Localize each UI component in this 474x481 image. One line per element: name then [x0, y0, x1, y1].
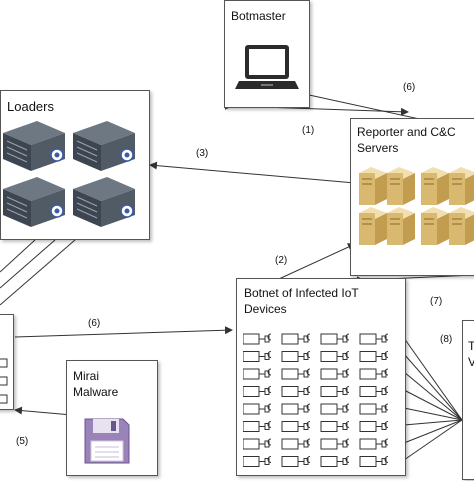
- malware-title-line1: Mirai: [73, 369, 99, 383]
- iot-device-icon: [359, 386, 389, 397]
- iot-device-icon: [243, 421, 272, 432]
- tower-server-icon: [358, 167, 474, 246]
- malware-box: Mirai Malware: [66, 360, 158, 476]
- edge-label-6-top: (6): [403, 82, 416, 93]
- edge-2: [267, 243, 356, 285]
- loaders-box: Loaders: [0, 90, 150, 240]
- edge-loader-3: [0, 239, 76, 306]
- floppy-disk-icon: [84, 418, 130, 464]
- reporter-cnc-box: Reporter and C&C Servers: [350, 118, 474, 276]
- iot-device-icon: [320, 386, 350, 397]
- iot-device-icon: [359, 421, 389, 432]
- iot-device-icon: [359, 351, 389, 362]
- edge-label-5: (5): [16, 436, 29, 447]
- botmaster-box: Botmaster: [224, 0, 310, 108]
- edge-6-mid: [14, 326, 233, 338]
- malware-title-line2: Malware: [73, 385, 119, 399]
- iot-device-icon: [320, 456, 350, 467]
- iot-device-grid: [243, 333, 389, 467]
- iot-device-icon: [320, 368, 350, 380]
- botnet-title-line1: Botnet of Infected IoT: [244, 286, 359, 300]
- edge-loader-2: [0, 239, 56, 289]
- edge-label-1: (1): [302, 125, 315, 136]
- iot-device-icon: [320, 351, 350, 362]
- iot-device-icon: [243, 368, 272, 380]
- iot-device-icon: [359, 368, 389, 380]
- iot-device-icon: [281, 351, 311, 362]
- iot-device-icon-partial: [0, 358, 8, 404]
- victim-text-line2: V: [468, 355, 474, 369]
- botnet-box: Botnet of Infected IoT Devices: [236, 278, 406, 476]
- edge-label-6-mid: (6): [88, 318, 101, 329]
- iot-device-icon: [281, 456, 311, 467]
- iot-device-icon: [281, 333, 311, 345]
- reporter-title-line1: Reporter and C&C: [357, 125, 456, 139]
- victim-text-line1: T: [468, 339, 474, 353]
- edge-label-8: (8): [440, 334, 453, 345]
- iot-device-icon: [359, 438, 389, 450]
- iot-device-icon: [359, 403, 389, 415]
- iot-device-icon: [243, 403, 272, 415]
- iot-device-icon: [281, 421, 311, 432]
- loaders-title: Loaders: [7, 99, 54, 114]
- victim-partial-box: T V: [462, 320, 474, 480]
- edge-8-fan: [403, 337, 471, 461]
- iot-device-icon: [359, 456, 389, 467]
- iot-device-icon: [281, 438, 311, 450]
- left-partial-box: [0, 314, 14, 410]
- iot-device-icon: [243, 333, 272, 345]
- iot-device-icon: [243, 438, 272, 450]
- iot-device-icon: [320, 333, 350, 345]
- iot-device-icon: [281, 386, 311, 397]
- iot-device-icon: [243, 351, 272, 362]
- laptop-icon: [235, 45, 299, 89]
- iot-device-icon: [359, 333, 389, 345]
- edge-label-2: (2): [275, 255, 288, 266]
- iot-device-icon: [320, 403, 350, 415]
- server-rack-icon: [3, 121, 136, 228]
- iot-device-icon: [320, 438, 350, 450]
- iot-device-icon: [243, 386, 272, 397]
- iot-device-icon: [320, 421, 350, 432]
- reporter-title-line2: Servers: [357, 141, 399, 155]
- edge-label-3: (3): [196, 148, 209, 159]
- iot-device-icon: [281, 403, 311, 415]
- botmaster-title: Botmaster: [231, 9, 286, 23]
- iot-device-icon: [243, 456, 272, 467]
- edge-loader-1: [0, 239, 36, 273]
- botnet-title-line2: Devices: [244, 302, 287, 316]
- edge-3: [149, 161, 356, 184]
- iot-device-icon: [281, 368, 311, 380]
- edge-label-7: (7): [430, 296, 443, 307]
